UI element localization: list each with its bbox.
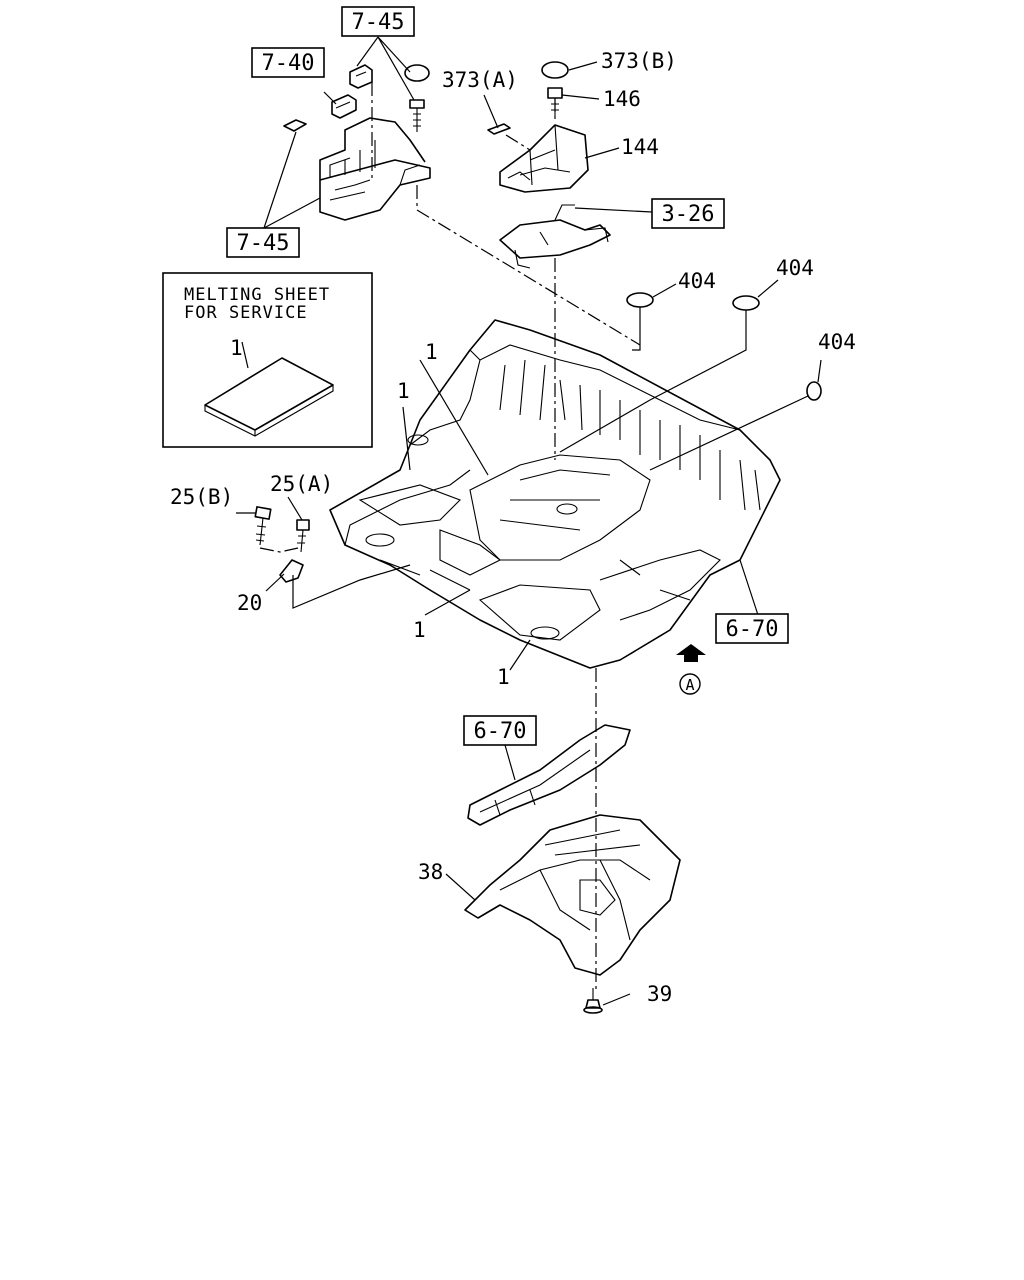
alignment-line-373a <box>505 134 531 151</box>
plug-404-a <box>626 292 654 308</box>
callout-1-b: 1 <box>397 379 410 403</box>
callout-1-a: 1 <box>425 340 438 364</box>
ref-label: 6-70 <box>474 719 527 744</box>
callout-373a: 373(A) <box>442 68 518 92</box>
bolt-25b <box>254 506 272 546</box>
ref-box-7-40[interactable]: 7-40 <box>251 47 325 78</box>
ref-box-7-45-left[interactable]: 7-45 <box>226 227 300 258</box>
ref-label: 6-70 <box>726 617 779 642</box>
inset-title-line2: FOR SERVICE <box>184 303 308 323</box>
ref-label: 3-26 <box>662 202 715 227</box>
ref-box-6-70-lower[interactable]: 6-70 <box>463 715 537 746</box>
melting-sheet-inset: MELTING SHEET FOR SERVICE 1 <box>162 272 373 448</box>
callout-1-sheet: 1 <box>230 336 243 360</box>
screw-plug-round <box>404 64 430 82</box>
callout-404-b: 404 <box>776 256 814 280</box>
console-box <box>319 117 431 221</box>
ref-box-6-70-right[interactable]: 6-70 <box>715 613 789 644</box>
console-bracket-7-40 <box>331 94 357 119</box>
callout-1-d: 1 <box>497 665 510 689</box>
callout-144: 144 <box>621 135 659 159</box>
console-clip-top <box>349 64 373 89</box>
view-a-label: A <box>685 676 694 694</box>
ref-box-7-45-top[interactable]: 7-45 <box>341 6 415 37</box>
console-bolt <box>409 99 425 132</box>
up-arrow-icon <box>676 644 706 662</box>
floor-panel <box>329 319 781 669</box>
leader-lines <box>236 36 822 1006</box>
bolt-25a <box>296 519 310 553</box>
callout-404-c: 404 <box>818 330 856 354</box>
callout-1-c: 1 <box>413 618 426 642</box>
alignment-line-bolts <box>259 547 299 553</box>
floor-insulator-38 <box>464 814 681 976</box>
ref-box-3-26[interactable]: 3-26 <box>651 198 725 229</box>
cap-373b <box>541 61 569 79</box>
ref-label: 7-40 <box>262 51 315 76</box>
plug-404-c <box>806 381 822 401</box>
shift-lever-cover-144 <box>499 124 589 193</box>
tunnel-reinforcement-6-70 <box>467 724 631 826</box>
alignment-line-console <box>416 185 641 346</box>
callout-20: 20 <box>237 591 262 615</box>
callout-25a: 25(A) <box>270 472 333 496</box>
callout-25b: 25(B) <box>170 485 233 509</box>
plug-404-b <box>732 295 760 311</box>
bracket-20 <box>279 559 304 583</box>
melting-sheet-part <box>204 357 334 431</box>
ref-label: 7-45 <box>352 10 405 35</box>
shift-mechanism-3-26 <box>499 204 611 269</box>
callout-39: 39 <box>647 982 672 1006</box>
callout-373b: 373(B) <box>601 49 677 73</box>
callout-146: 146 <box>603 87 641 111</box>
inset-title-line1: MELTING SHEET <box>184 285 330 305</box>
view-a-circle <box>679 673 701 695</box>
ref-label: 7-45 <box>237 231 290 256</box>
callout-38: 38 <box>418 860 443 884</box>
console-pad-left <box>283 119 307 132</box>
view-a-indicator: A <box>676 644 706 695</box>
clip-39 <box>583 988 603 1014</box>
pad-373a <box>487 123 511 135</box>
callout-404-a: 404 <box>678 269 716 293</box>
